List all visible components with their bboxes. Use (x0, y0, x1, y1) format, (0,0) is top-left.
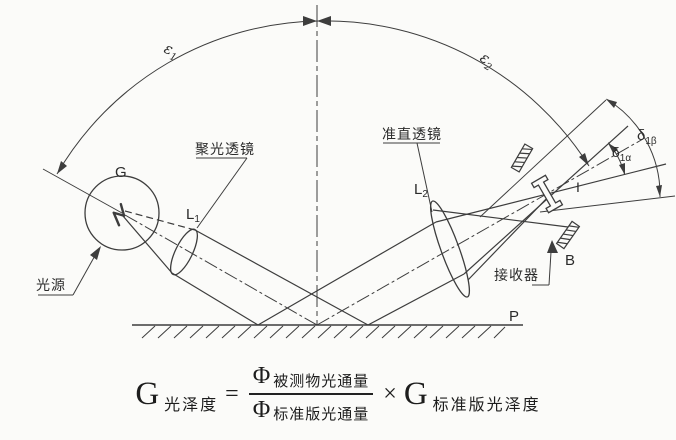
filament-icon (112, 202, 126, 227)
light-source-label: 光源 (36, 277, 66, 293)
slit-ibeam-icon (530, 174, 564, 214)
formula-times: × (383, 381, 397, 407)
diagram-canvas: G L1 L2 ε1 ε2 δ1α δ1β I B P 聚光透镜 准直透镜 光源… (36, 5, 676, 339)
incident-beam-edge-upper-a (124, 210, 196, 231)
fan-line-bottom-outer (539, 195, 676, 213)
formula-den-sub: 标准版光通量 (273, 407, 370, 424)
receiver-label: 接收器 (494, 267, 539, 283)
receiver-arrow (547, 240, 558, 253)
lens2-ellipse (429, 200, 471, 298)
epsilon1-label: ε1 (160, 39, 181, 64)
incident-beam-edge-lower-b (171, 272, 259, 326)
source-letter-label: G (115, 164, 127, 181)
light-source-circle (84, 175, 160, 251)
formula-den-phi: Φ (252, 397, 271, 423)
converging-ray-upper (432, 209, 569, 228)
condenser-lens-label: 聚光透镜 (195, 141, 255, 157)
epsilon1-arc (56, 20, 320, 175)
incident-axis (124, 214, 318, 326)
condenser-lens-leader (196, 157, 248, 229)
formula-rhs-base: G (403, 375, 428, 412)
formula-num-phi: Φ (252, 363, 271, 390)
fraction-bar (248, 393, 374, 395)
delta-arrowheads (606, 99, 662, 197)
epsilon2-end-arrow (579, 153, 589, 166)
surface-hatching (141, 325, 506, 339)
receiver-leader (532, 251, 552, 286)
arc-arrowheads (57, 16, 589, 174)
epsilon1-end-arrow (57, 161, 67, 174)
light-source-arrow (90, 246, 101, 260)
baffle-label: B (565, 252, 575, 269)
source-axis-extension (42, 168, 123, 214)
formula-lhs-sub: 光泽度 (164, 397, 219, 414)
lens1-label: L1 (186, 206, 200, 225)
upper-baffle-icon (510, 143, 534, 173)
collimating-lens-leader (383, 142, 440, 213)
converging-ray-lower (467, 197, 548, 281)
delta-beta-arc (606, 98, 661, 198)
delta-alpha-bottom-arrow (619, 163, 625, 175)
delta-beta-bottom-arrow (656, 185, 662, 197)
collimating-lens-label: 准直透镜 (382, 126, 442, 142)
delta-alpha-label: δ1α (612, 144, 631, 164)
fan-line-top-inner (463, 125, 629, 275)
fan-line-top-outer (479, 99, 607, 218)
formula-num-sub: 被测物光通量 (273, 373, 370, 390)
reflected-beam-edge-upper (257, 221, 437, 326)
slit-label: I (576, 179, 580, 195)
delta-beta-top-arrow (606, 99, 617, 108)
arc-top-left-arrow (303, 16, 317, 26)
arc-top-right-arrow (317, 16, 331, 26)
fan-line-bottom-inner (435, 163, 667, 223)
formula-lhs-base: G (135, 375, 160, 412)
delta-alpha-top-arrow (608, 143, 618, 153)
incident-beam-edge-upper-b (194, 229, 369, 326)
formula-rhs-sub: 标准版光泽度 (432, 397, 541, 414)
delta-beta-label: δ1β (637, 127, 657, 147)
reflected-axis (316, 138, 644, 326)
epsilon2-arc (318, 20, 590, 167)
formula-equals: = (225, 381, 239, 407)
surface-label: P (509, 308, 519, 325)
lens1-ellipse (169, 228, 199, 276)
epsilon2-label: ε2 (475, 48, 499, 73)
reflected-beam-edge-lower (367, 273, 465, 326)
incident-beam-edge-lower-a (122, 215, 173, 274)
lower-baffle-icon (555, 220, 581, 250)
lens2-label: L2 (414, 181, 428, 200)
light-source-leader (38, 251, 98, 296)
